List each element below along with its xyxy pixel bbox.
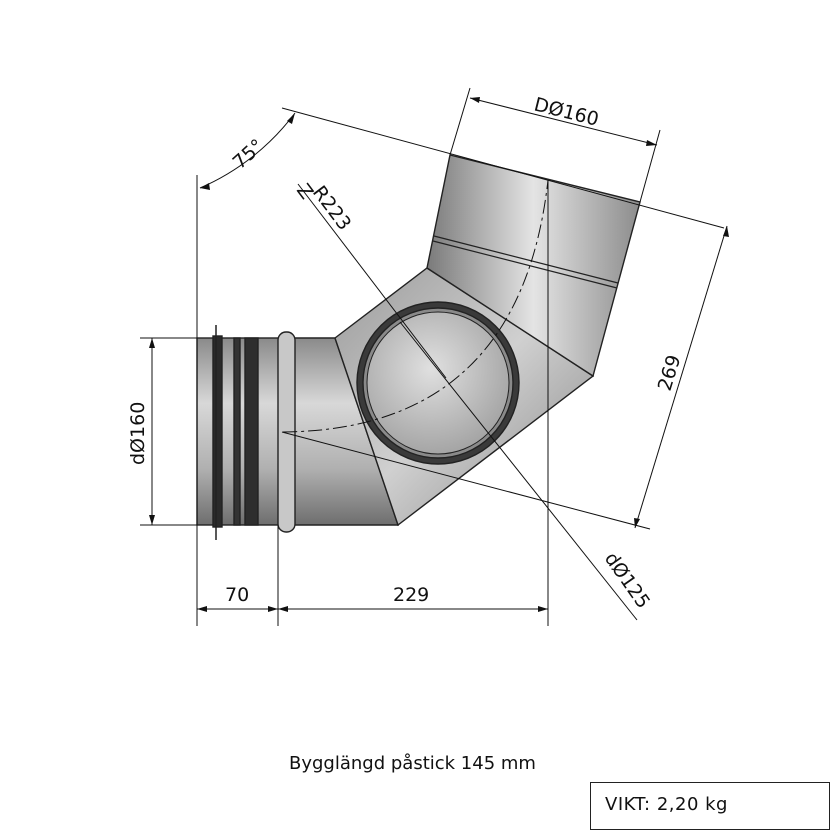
build-length-note: Bygglängd påstick 145 mm [289,753,536,774]
branch-diameter-label: dØ125 [600,548,654,612]
height-label: 269 [654,352,686,393]
socket-length-label: 70 [225,584,249,606]
weight-label: VIKT: 2,20 kg [605,794,728,815]
dimension-arrows [149,97,729,612]
socket [196,337,288,526]
seal-ring [233,337,241,526]
pipe-body [196,154,641,540]
seal-ring [212,335,223,528]
length-label: 229 [393,584,429,606]
dimension-lines [140,87,728,626]
centerline-arc [282,179,549,433]
angle-label: 75° [229,135,269,174]
weight-box: VIKT: 2,20 kg [590,782,830,830]
inner-diameter-label: dØ160 [127,402,149,465]
radius-label: R223 [308,182,355,235]
outer-diameter-label: DØ160 [532,94,601,131]
seal-ring [244,337,259,526]
